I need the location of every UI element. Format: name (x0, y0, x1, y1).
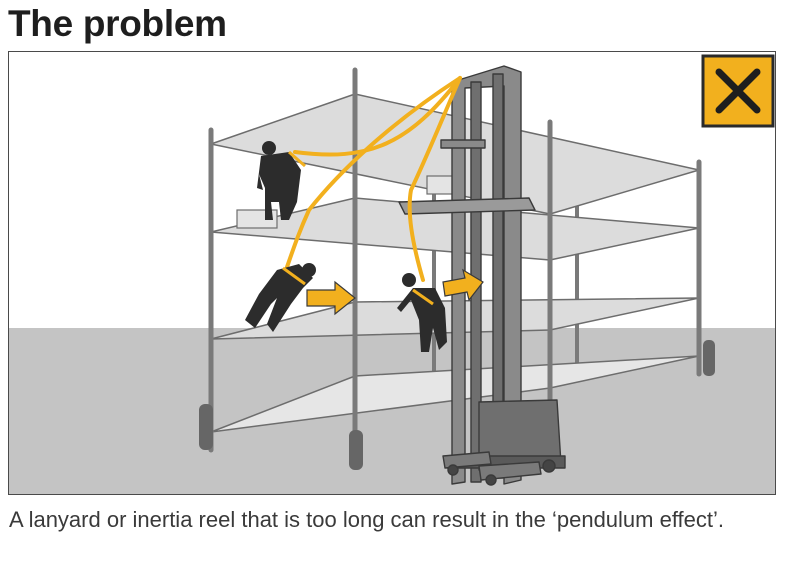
right-arrow-icon (306, 280, 356, 316)
pendulum-effect-illustration (9, 54, 775, 494)
rack-front-posts (208, 67, 702, 467)
truck-fork-right (478, 461, 542, 481)
truck-wheel-rear (485, 474, 497, 486)
lanyards (285, 76, 462, 282)
illustration-caption: A lanyard or inertia reel that is too lo… (9, 507, 725, 532)
worker-swinging-left (245, 263, 316, 332)
page-title: The problem (8, 3, 227, 44)
lanyard-swinging-worker-right (407, 76, 462, 282)
warehouse-floor (9, 328, 775, 494)
right-arrow-icon (442, 268, 484, 302)
truck-wheel-front (447, 464, 459, 476)
truck-fork-left (442, 451, 492, 469)
truck-guard-rail (440, 139, 486, 149)
worker-swinging-right (397, 273, 447, 352)
lanyard-swinging-worker-left (285, 76, 462, 269)
close-icon (701, 54, 775, 128)
lanyard-standing-worker (293, 76, 462, 157)
truck-cab-platform (398, 197, 536, 215)
illustration-panel (8, 51, 776, 495)
truck-wheel-drive (542, 459, 556, 473)
worker-standing (257, 141, 306, 220)
post-foot-protectors (199, 340, 715, 470)
